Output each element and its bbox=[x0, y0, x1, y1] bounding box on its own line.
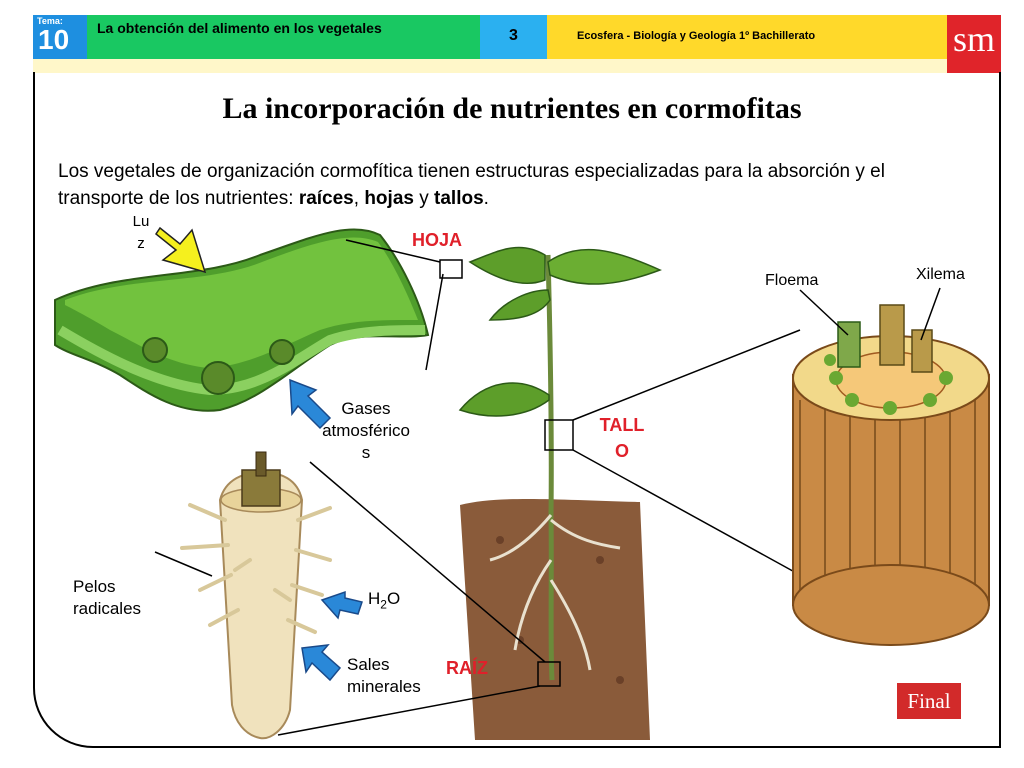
stem-section-illustration bbox=[792, 304, 990, 646]
gases-label-1: Gases bbox=[341, 399, 391, 418]
h2o-h: H bbox=[368, 589, 381, 608]
xilema-label: Xilema bbox=[916, 266, 965, 283]
topic-box bbox=[87, 15, 480, 59]
hoja-label: HOJA bbox=[412, 230, 463, 250]
sales-label-1: Sales bbox=[347, 655, 390, 674]
pelos-radicales-label: Pelos radicales bbox=[73, 576, 141, 620]
pelos-label-1: Pelos bbox=[73, 577, 116, 596]
luz-label-2: z bbox=[137, 235, 145, 252]
header-strip bbox=[33, 59, 947, 73]
tema-label: Tema: bbox=[37, 16, 63, 26]
raiz-label: RAÍZ bbox=[446, 658, 488, 678]
pelos-label-2: radicales bbox=[73, 599, 142, 618]
book-title: Ecosfera - Biología y Geología 1º Bachil… bbox=[577, 30, 816, 42]
gases-label: Gases atmosférico s bbox=[310, 398, 422, 464]
light-arrow bbox=[154, 226, 207, 274]
stem-detail-box bbox=[544, 419, 574, 451]
slide-number-box bbox=[480, 15, 547, 59]
sales-minerales-label: Sales minerales bbox=[347, 654, 421, 698]
sm-logo-text: sm bbox=[952, 19, 995, 59]
luz-label-1: Lu bbox=[132, 213, 150, 230]
luz-label: Lu z bbox=[126, 211, 156, 255]
sales-label-2: minerales bbox=[347, 677, 421, 696]
gases-label-2: atmosférico bbox=[322, 421, 410, 440]
intro-end: . bbox=[483, 188, 489, 209]
intro-raices: raíces bbox=[298, 188, 354, 209]
minerals-arrow bbox=[301, 644, 342, 682]
root-detail-box bbox=[537, 661, 561, 687]
slide-number: 3 bbox=[509, 27, 518, 44]
intro-paragraph: Los vegetales de organización cormofític… bbox=[58, 158, 958, 212]
water-arrow bbox=[320, 590, 363, 620]
gases-arrow bbox=[289, 378, 332, 430]
leaf-detail-box bbox=[439, 259, 463, 279]
intro-sep1: , bbox=[353, 188, 365, 209]
h2o-sub: 2 bbox=[380, 597, 387, 612]
h2o-o: O bbox=[386, 589, 401, 608]
tema-number: 10 bbox=[38, 24, 70, 55]
leaf-section-illustration bbox=[54, 228, 430, 412]
intro-sep2: y bbox=[413, 188, 435, 209]
tallo-label-2: O bbox=[614, 441, 629, 461]
tallo-label-1: TALL bbox=[599, 415, 645, 435]
intro-tallos: tallos bbox=[434, 188, 484, 209]
tallo-label: TALL O bbox=[590, 412, 654, 464]
sm-logo bbox=[947, 15, 1001, 73]
final-button[interactable]: Final bbox=[897, 683, 961, 719]
tema-box bbox=[33, 15, 87, 59]
book-box bbox=[547, 15, 947, 59]
slide-title: La incorporación de nutrientes en cormof… bbox=[222, 92, 802, 125]
topic-title: La obtención del alimento en los vegetal… bbox=[97, 20, 382, 36]
intro-text: Los vegetales de organización cormofític… bbox=[58, 161, 885, 209]
plant-illustration bbox=[458, 246, 662, 740]
h2o-label: H2O bbox=[368, 588, 400, 615]
intro-hojas: hojas bbox=[364, 188, 414, 209]
root-illustration bbox=[180, 451, 332, 740]
floema-label: Floema bbox=[765, 272, 819, 289]
slide-frame bbox=[33, 72, 1001, 748]
gases-label-3: s bbox=[361, 443, 371, 462]
